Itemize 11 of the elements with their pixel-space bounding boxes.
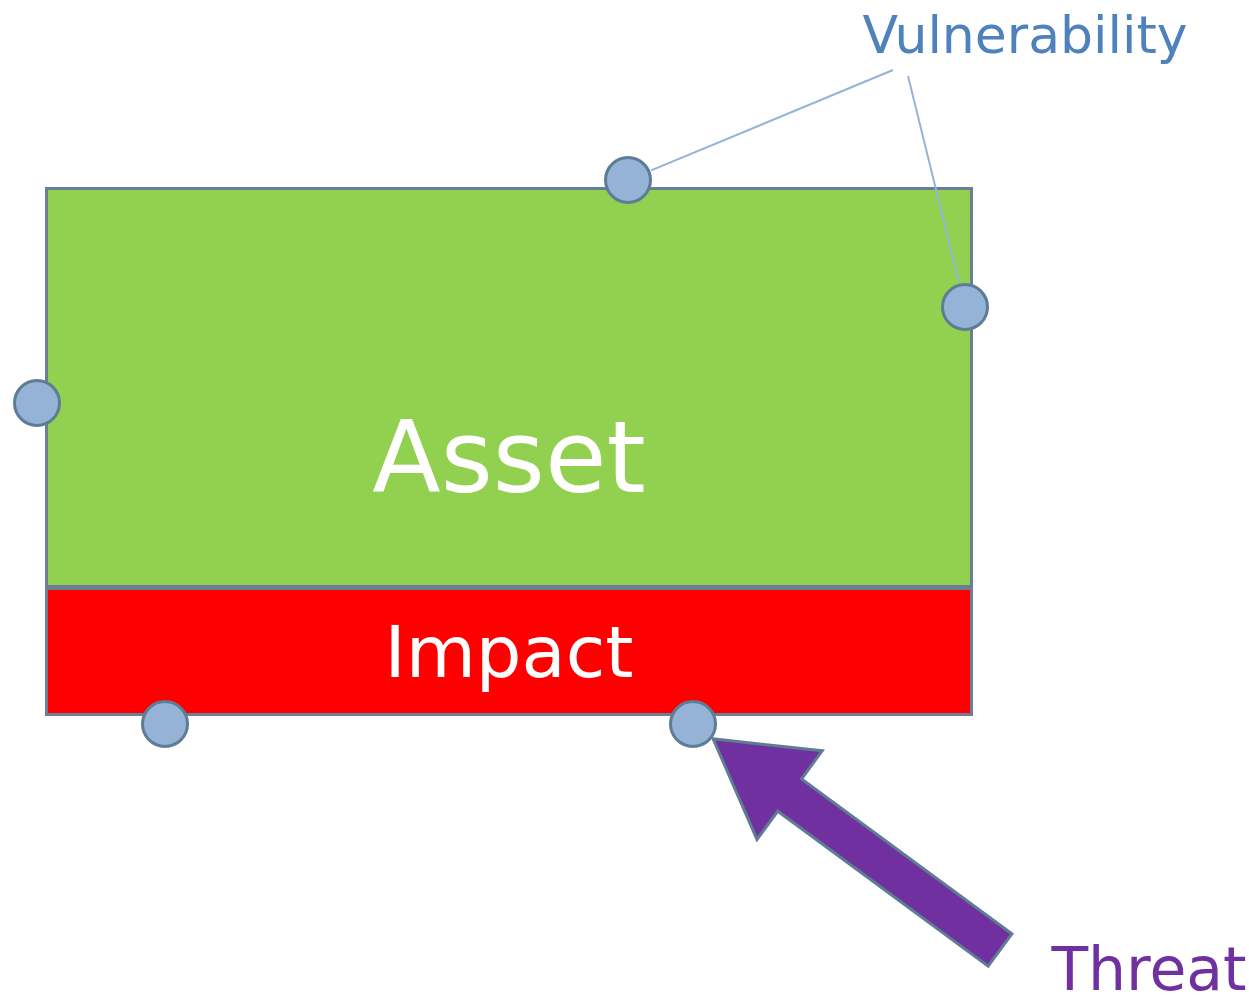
leader-line xyxy=(650,69,894,172)
circle-marker xyxy=(604,156,652,204)
circle-marker xyxy=(941,283,989,331)
block-arrow xyxy=(710,737,1014,969)
leader-line xyxy=(907,75,960,284)
circle-marker xyxy=(141,700,189,748)
asset-box: Asset xyxy=(45,187,973,588)
circle-marker xyxy=(13,379,61,427)
callout-label: Threat xyxy=(1052,938,1246,1000)
callout-label: Vulnerability xyxy=(862,4,1188,66)
impact-band: Impact xyxy=(45,587,973,716)
